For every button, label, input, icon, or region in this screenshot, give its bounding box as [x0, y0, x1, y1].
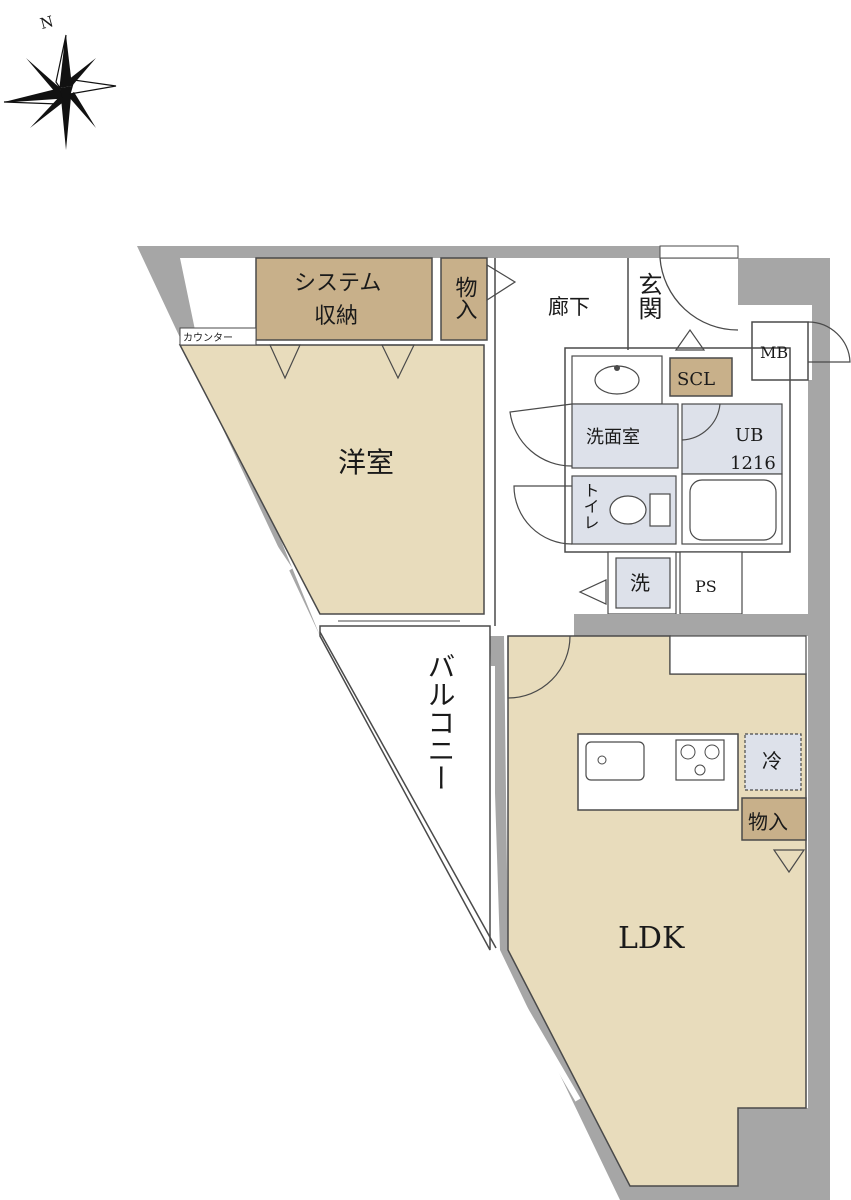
ub-size-label: 1216	[730, 453, 776, 474]
scl-storage	[669, 357, 733, 397]
system-storage-label-2: 収納	[314, 304, 358, 329]
storage-top-label: 物入	[452, 276, 478, 320]
toilet-label: トイレ	[581, 482, 600, 530]
balcony-area	[319, 625, 491, 951]
ldk-floor	[507, 635, 807, 1187]
scl-label: SCL	[677, 369, 715, 390]
ldk-label: LDK	[618, 921, 685, 956]
ps-label: PS	[695, 577, 717, 596]
system-storage-label-1: システム	[294, 271, 381, 296]
mb-label: MB	[760, 343, 788, 362]
stove-icon	[675, 739, 725, 781]
laundry-pan	[615, 557, 671, 609]
western-room-floor	[178, 344, 485, 615]
laundry-label: 洗	[630, 571, 650, 595]
storage-kitchen-label: 物入	[748, 810, 788, 834]
north-label: N	[38, 12, 55, 33]
ps-shaft	[679, 551, 743, 615]
fridge-label: 冷	[762, 749, 782, 773]
compass-icon	[3, 34, 117, 150]
storage-kitchen	[741, 797, 807, 841]
counter-label: カウンター	[183, 332, 233, 344]
mb-box	[751, 321, 809, 381]
washbasin	[571, 355, 663, 405]
fridge-space	[744, 733, 802, 791]
washroom	[571, 403, 679, 469]
corridor-label: 廊下	[548, 295, 590, 319]
washroom-label: 洗面室	[586, 427, 640, 448]
counter	[179, 327, 257, 346]
ub-label: UB	[735, 425, 763, 446]
system-storage	[255, 257, 433, 341]
entrance-label: 玄関	[634, 272, 662, 320]
western-room-label: 洋室	[338, 446, 394, 479]
unit-bath	[681, 403, 783, 475]
balcony-label: バルコニー	[424, 652, 457, 792]
